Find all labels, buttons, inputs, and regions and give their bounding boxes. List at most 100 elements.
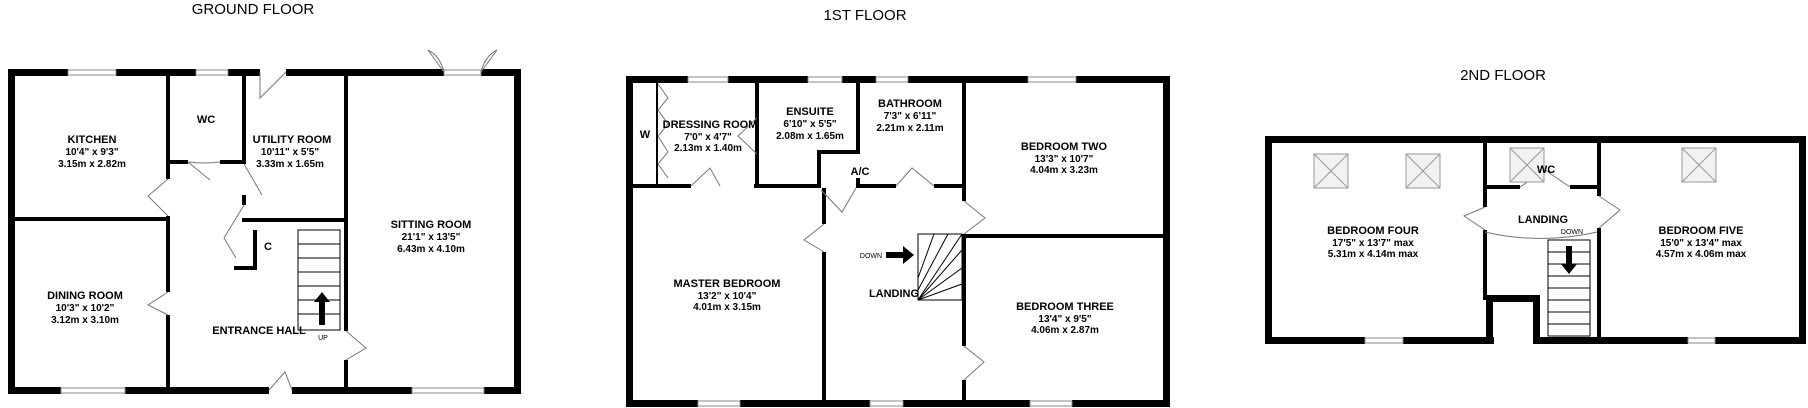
wall bbox=[962, 234, 1170, 238]
first-floor-title: 1ST FLOOR bbox=[823, 7, 906, 24]
wall bbox=[1072, 400, 1170, 407]
dressing-room-dim-metric: 2.13m x 1.40m bbox=[674, 143, 742, 154]
bedroom-four-name: BEDROOM FOUR bbox=[1327, 225, 1419, 237]
wall bbox=[125, 387, 269, 394]
wall bbox=[242, 218, 348, 222]
wall bbox=[633, 184, 691, 188]
arrow-right-icon bbox=[886, 246, 914, 264]
window bbox=[807, 76, 843, 83]
bathroom-dim-metric: 2.21m x 2.11m bbox=[876, 123, 943, 134]
landing-name: LANDING bbox=[869, 288, 919, 300]
door-icon bbox=[345, 330, 367, 361]
door-icon bbox=[243, 163, 263, 196]
wall bbox=[166, 216, 170, 292]
cupboard-name: C bbox=[264, 241, 272, 253]
wall bbox=[15, 217, 170, 221]
skylight-icon bbox=[1681, 147, 1717, 183]
kitchen-dim-metric: 3.15m x 2.82m bbox=[58, 159, 126, 170]
wall bbox=[817, 150, 860, 154]
utility-name: UTILITY ROOM bbox=[253, 134, 332, 146]
skylight-icon bbox=[1313, 153, 1349, 189]
window bbox=[1364, 337, 1404, 344]
wall bbox=[286, 69, 444, 76]
wall bbox=[1597, 143, 1601, 196]
wall bbox=[626, 400, 698, 407]
door-icon bbox=[820, 187, 857, 213]
wall bbox=[292, 387, 412, 394]
wall bbox=[934, 184, 964, 188]
wall bbox=[1597, 228, 1601, 340]
ensuite-dim-imperial: 6'10" x 5'5" bbox=[783, 119, 836, 130]
wall bbox=[1715, 337, 1806, 344]
entrance-hall-name: ENTRANCE HALL bbox=[212, 325, 306, 337]
wall bbox=[1486, 295, 1493, 344]
wall bbox=[8, 69, 15, 394]
ground-floor: GROUND FLOOR bbox=[8, 1, 521, 394]
wall bbox=[234, 266, 257, 270]
wall bbox=[908, 76, 1028, 83]
bedroom-two-dim-imperial: 13'3" x 10'7" bbox=[1035, 154, 1094, 165]
bedroom-three-dim-imperial: 13'4" x 9'5" bbox=[1038, 314, 1091, 325]
dressing-room-dim-imperial: 7'0" x 4'7" bbox=[684, 132, 732, 143]
door-icon bbox=[803, 223, 825, 253]
master-bedroom-dim-metric: 4.01m x 3.15m bbox=[693, 302, 761, 313]
bedroom-five-dim-imperial: 15'0" x 13'4" max bbox=[1660, 238, 1742, 249]
wall bbox=[1570, 185, 1601, 189]
wall bbox=[1076, 76, 1170, 83]
utility-dim-metric: 3.33m x 1.65m bbox=[256, 159, 324, 170]
window bbox=[869, 400, 904, 407]
dining-room-dim-imperial: 10'3" x 10'2" bbox=[56, 303, 115, 314]
dining-room-dim-metric: 3.12m x 3.10m bbox=[51, 315, 119, 326]
french-door-icon bbox=[427, 49, 498, 73]
wall bbox=[242, 69, 246, 164]
wall bbox=[1403, 337, 1494, 344]
window bbox=[1687, 337, 1716, 344]
landing-name: LANDING bbox=[1518, 214, 1568, 226]
dining-room-name: DINING ROOM bbox=[47, 290, 123, 302]
wall bbox=[166, 69, 170, 179]
wall bbox=[481, 69, 521, 76]
door-icon bbox=[146, 291, 169, 316]
wall bbox=[962, 234, 966, 346]
wardrobe-doors-icon bbox=[657, 83, 669, 179]
skylight-icon bbox=[1405, 153, 1441, 189]
stair-down-label: DOWN bbox=[1561, 229, 1583, 236]
ensuite-dim-metric: 2.08m x 1.65m bbox=[776, 131, 844, 142]
staircase bbox=[886, 233, 963, 301]
wall bbox=[166, 315, 170, 394]
stair-up-label: UP bbox=[318, 335, 328, 342]
wall bbox=[817, 150, 821, 187]
arrow-down-icon bbox=[1561, 246, 1577, 274]
bathroom-dim-imperial: 7'3" x 6'11" bbox=[884, 111, 937, 122]
wall bbox=[755, 83, 759, 187]
sitting-room-dim-metric: 6.43m x 4.10m bbox=[397, 244, 465, 255]
kitchen-name: KITCHEN bbox=[68, 134, 117, 146]
wardrobe-name: W bbox=[640, 129, 651, 141]
wall bbox=[1483, 230, 1487, 300]
wall bbox=[842, 76, 876, 83]
wall bbox=[1265, 136, 1806, 143]
wall bbox=[626, 76, 633, 407]
window bbox=[875, 76, 909, 83]
wall bbox=[822, 252, 826, 407]
wall bbox=[1483, 143, 1487, 207]
wall bbox=[856, 178, 860, 188]
sitting-room-dim-imperial: 21'1" x 13'5" bbox=[402, 232, 461, 243]
bedroom-four-dim-metric: 5.31m x 4.14m max bbox=[1328, 249, 1419, 260]
door-icon bbox=[268, 371, 293, 391]
window bbox=[697, 400, 741, 407]
wall bbox=[740, 400, 870, 407]
wall bbox=[754, 184, 821, 188]
wall bbox=[1486, 295, 1540, 302]
wall bbox=[1163, 76, 1170, 407]
wall bbox=[728, 76, 808, 83]
wall bbox=[1265, 136, 1272, 344]
door-icon bbox=[259, 71, 287, 100]
wall bbox=[962, 83, 966, 201]
master-bedroom-name: MASTER BEDROOM bbox=[674, 278, 781, 290]
wall bbox=[962, 380, 966, 407]
wall bbox=[903, 400, 1030, 407]
bathroom-name: BATHROOM bbox=[878, 98, 942, 110]
staircase bbox=[297, 229, 341, 331]
wall bbox=[8, 69, 68, 76]
